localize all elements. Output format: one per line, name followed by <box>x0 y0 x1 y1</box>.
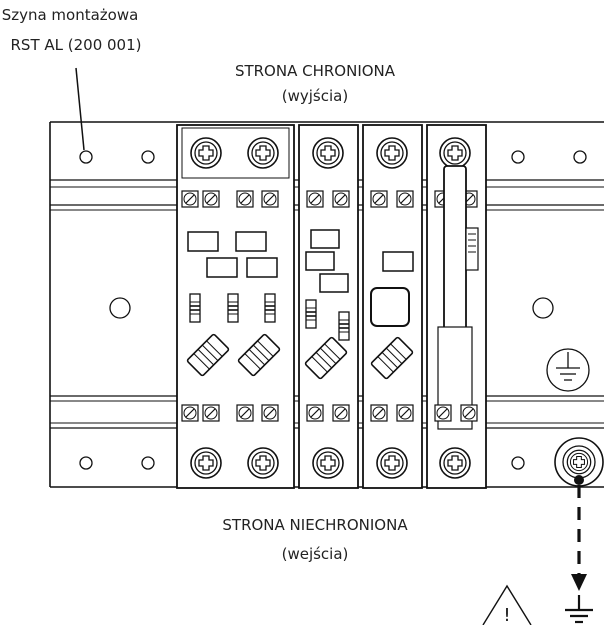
rail-leader-line <box>75 67 85 151</box>
ground-screw-terminal <box>554 437 604 487</box>
rail-label-line1: Szyna montażowa <box>1 6 139 24</box>
protected-side-label-line1: STRONA CHRONIONA <box>234 62 396 80</box>
unprotected-side-label-line1: STRONA NIECHRONIONA <box>222 516 408 534</box>
module-4 <box>426 124 487 489</box>
rail-label-line2: RST AL (200 001) <box>10 36 142 54</box>
warning-triangle-icon: ! <box>482 584 532 625</box>
ground-icon <box>565 595 593 624</box>
module-3 <box>362 124 423 489</box>
warning-exclamation: ! <box>503 605 510 625</box>
protective-earth-icon <box>546 348 590 392</box>
module-double-1 <box>176 124 295 489</box>
ground-wire-arrow <box>571 485 587 592</box>
module-2 <box>298 124 359 489</box>
protected-side-label-line2: (wyjścia) <box>281 87 349 105</box>
unprotected-side-label-line2: (wejścia) <box>281 545 349 563</box>
